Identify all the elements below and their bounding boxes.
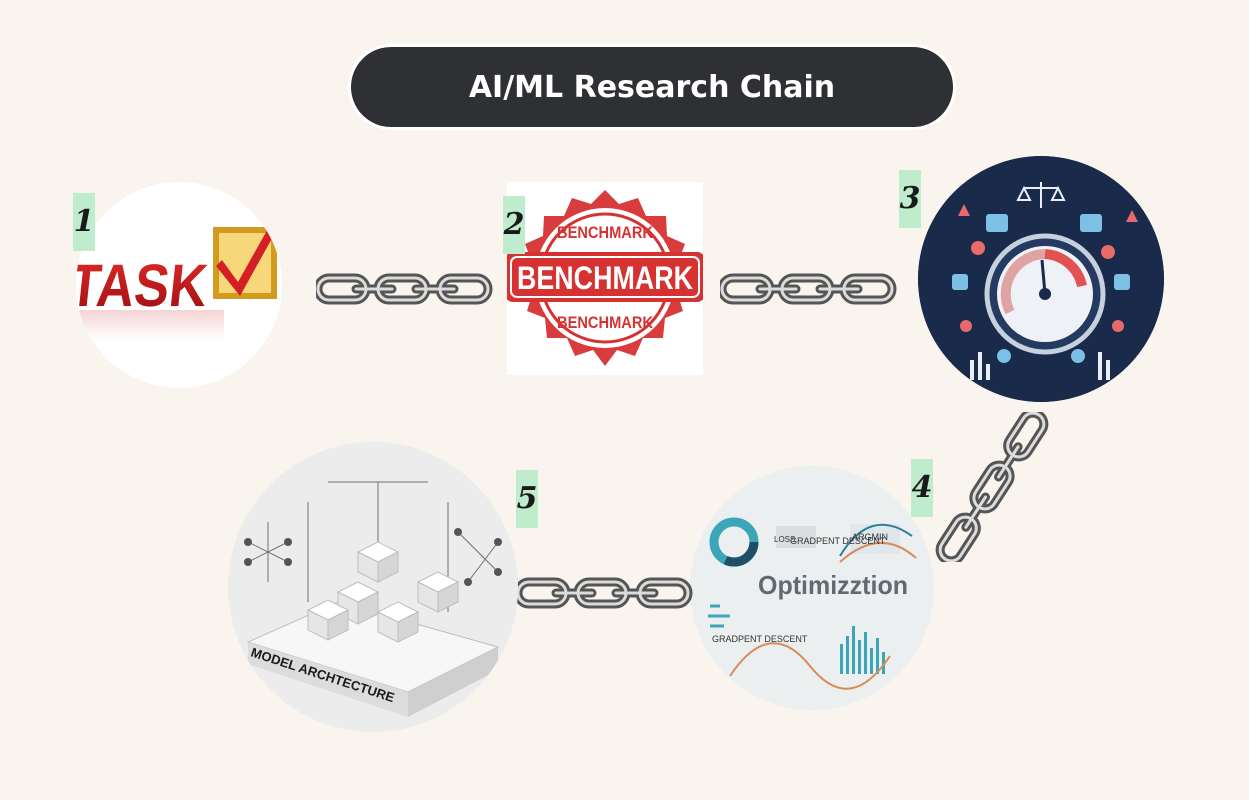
task-node: TASK — [76, 182, 282, 388]
step-number-4: 4 — [911, 459, 933, 517]
gauge-dashboard-icon — [918, 156, 1164, 402]
chain-link-5-4 — [516, 577, 693, 609]
step-number-2: 2 — [503, 196, 525, 254]
loss-label: LOSS — [774, 535, 795, 544]
benchmark-word: BENCHMARK — [517, 260, 693, 296]
benchmark-node: BENCHMARK BENCHMARK BENCHMARK — [507, 182, 703, 375]
gradient-label-bottom: GRADPENT DESCENT — [712, 634, 808, 644]
gradient-label-top: GRADPENT DESCENT — [790, 536, 886, 546]
title-banner: AI/ML Research Chain — [348, 44, 956, 130]
chain-link-1-2 — [316, 273, 493, 305]
benchmark-stamp-icon: BENCHMARK BENCHMARK BENCHMARK — [507, 190, 703, 366]
model-architecture-node: MODEL ARCHTECTURE — [228, 442, 518, 732]
optimization-collage-icon: Optimizztion GRADPENT DESCENT ARGMIN LOS… — [690, 466, 934, 710]
chain-link-3-4 — [935, 412, 1049, 562]
architecture-blocks-icon: MODEL ARCHTECTURE — [228, 442, 518, 732]
benchmark-bottom-arc: BENCHMARK — [557, 313, 654, 332]
chain-link-2-3 — [720, 273, 897, 305]
optimization-word: Optimizztion — [758, 570, 908, 600]
step-number-1: 1 — [73, 193, 95, 251]
step-number-3: 3 — [899, 170, 921, 228]
argmin-label: ARGMIN — [852, 532, 888, 542]
evaluation-node — [918, 156, 1164, 402]
optimization-node: Optimizztion GRADPENT DESCENT ARGMIN LOS… — [690, 466, 934, 710]
step-number-5: 5 — [516, 470, 538, 528]
task-word: TASK — [76, 252, 211, 319]
benchmark-top-arc: BENCHMARK — [557, 223, 654, 242]
page-title: AI/ML Research Chain — [468, 69, 836, 105]
task-checkbox-icon: TASK — [76, 218, 280, 340]
